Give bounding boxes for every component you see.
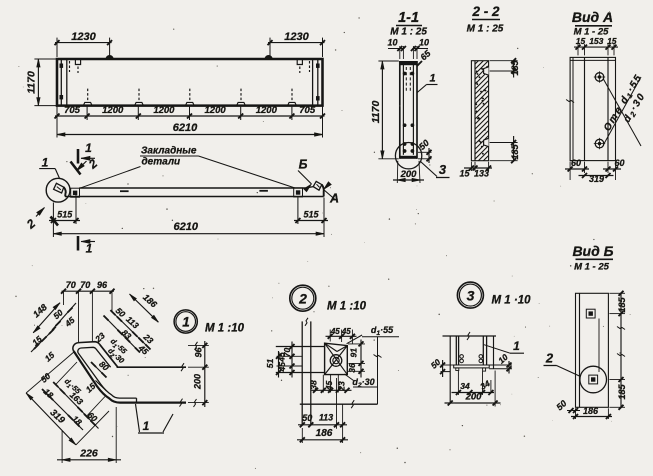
svg-text:60: 60 (614, 158, 624, 168)
svg-text:М 1 :10: М 1 :10 (205, 323, 245, 335)
svg-text:50: 50 (302, 413, 312, 423)
svg-text:Вид Б: Вид Б (572, 243, 613, 259)
svg-text:96: 96 (194, 347, 204, 358)
svg-text:1: 1 (429, 73, 435, 85)
svg-text:91: 91 (348, 348, 358, 358)
svg-text:6210: 6210 (174, 221, 199, 233)
svg-text:186: 186 (583, 406, 599, 416)
svg-text:6210: 6210 (173, 122, 198, 134)
svg-text:1200: 1200 (102, 105, 124, 116)
svg-text:200: 200 (193, 374, 203, 390)
svg-text:51: 51 (265, 359, 275, 369)
svg-text:153: 153 (589, 36, 603, 46)
svg-text:1: 1 (85, 141, 92, 155)
svg-text:226: 226 (79, 448, 98, 460)
svg-text:45: 45 (330, 327, 340, 336)
svg-text:185: 185 (617, 384, 627, 400)
svg-text:45: 45 (277, 362, 287, 373)
svg-text:Закладные: Закладные (141, 146, 197, 157)
svg-text:2: 2 (545, 351, 554, 366)
svg-text:186: 186 (316, 428, 333, 439)
svg-text:70: 70 (66, 280, 76, 290)
svg-text:10: 10 (419, 38, 429, 48)
svg-text:185: 185 (510, 60, 520, 76)
svg-text:1: 1 (143, 419, 150, 433)
svg-text:1200: 1200 (256, 105, 278, 116)
svg-text:2 - 2: 2 - 2 (471, 4, 500, 19)
svg-text:185: 185 (617, 297, 627, 313)
svg-text:45: 45 (324, 381, 334, 392)
svg-text:М 1 - 25: М 1 - 25 (574, 27, 610, 38)
svg-text:М 1 : 25: М 1 : 25 (390, 27, 427, 38)
svg-text:М 1 - 25: М 1 - 25 (574, 262, 610, 273)
svg-text:1: 1 (42, 156, 49, 170)
svg-text:705: 705 (299, 105, 316, 116)
svg-text:детали: детали (142, 157, 181, 168)
svg-text:96: 96 (97, 280, 108, 290)
svg-text:Вид А: Вид А (572, 9, 613, 25)
svg-text:1200: 1200 (205, 105, 227, 116)
svg-text:23: 23 (337, 381, 347, 392)
svg-text:Б: Б (299, 158, 308, 172)
svg-text:d2·30: d2·30 (352, 377, 374, 389)
svg-text:2: 2 (298, 291, 307, 307)
svg-text:200: 200 (465, 391, 483, 402)
svg-text:38: 38 (308, 380, 318, 390)
svg-text:3: 3 (439, 162, 447, 177)
svg-text:1170: 1170 (370, 101, 382, 124)
svg-text:319: 319 (589, 174, 604, 184)
svg-text:1200: 1200 (153, 105, 175, 116)
svg-text:200: 200 (400, 169, 418, 180)
svg-text:М 1 :10: М 1 :10 (327, 301, 367, 313)
svg-text:1230: 1230 (284, 31, 309, 43)
svg-text:1-1: 1-1 (398, 10, 419, 26)
svg-text:515: 515 (303, 210, 319, 220)
svg-text:1: 1 (86, 242, 93, 256)
svg-text:705: 705 (64, 105, 81, 116)
svg-text:36: 36 (347, 363, 357, 373)
svg-text:15: 15 (576, 36, 586, 46)
svg-text:45: 45 (341, 327, 351, 336)
svg-text:45: 45 (276, 352, 286, 363)
svg-text:М 1 : 25: М 1 : 25 (467, 24, 504, 35)
svg-text:10: 10 (387, 38, 397, 48)
svg-text:113: 113 (319, 413, 333, 423)
svg-text:34: 34 (460, 381, 470, 391)
svg-text:15: 15 (607, 36, 617, 46)
svg-text:133: 133 (474, 169, 489, 179)
svg-text:М 1 ·10: М 1 ·10 (492, 295, 532, 307)
svg-text:185: 185 (510, 144, 520, 160)
svg-text:70: 70 (282, 348, 292, 358)
svg-text:1230: 1230 (71, 31, 96, 43)
svg-text:15: 15 (459, 169, 470, 179)
svg-text:1: 1 (182, 315, 190, 330)
svg-text:515: 515 (57, 210, 73, 220)
svg-text:1170: 1170 (26, 71, 38, 94)
svg-text:60: 60 (571, 158, 581, 168)
svg-text:3: 3 (467, 288, 475, 304)
svg-text:1: 1 (513, 339, 520, 353)
svg-text:70: 70 (80, 280, 90, 290)
